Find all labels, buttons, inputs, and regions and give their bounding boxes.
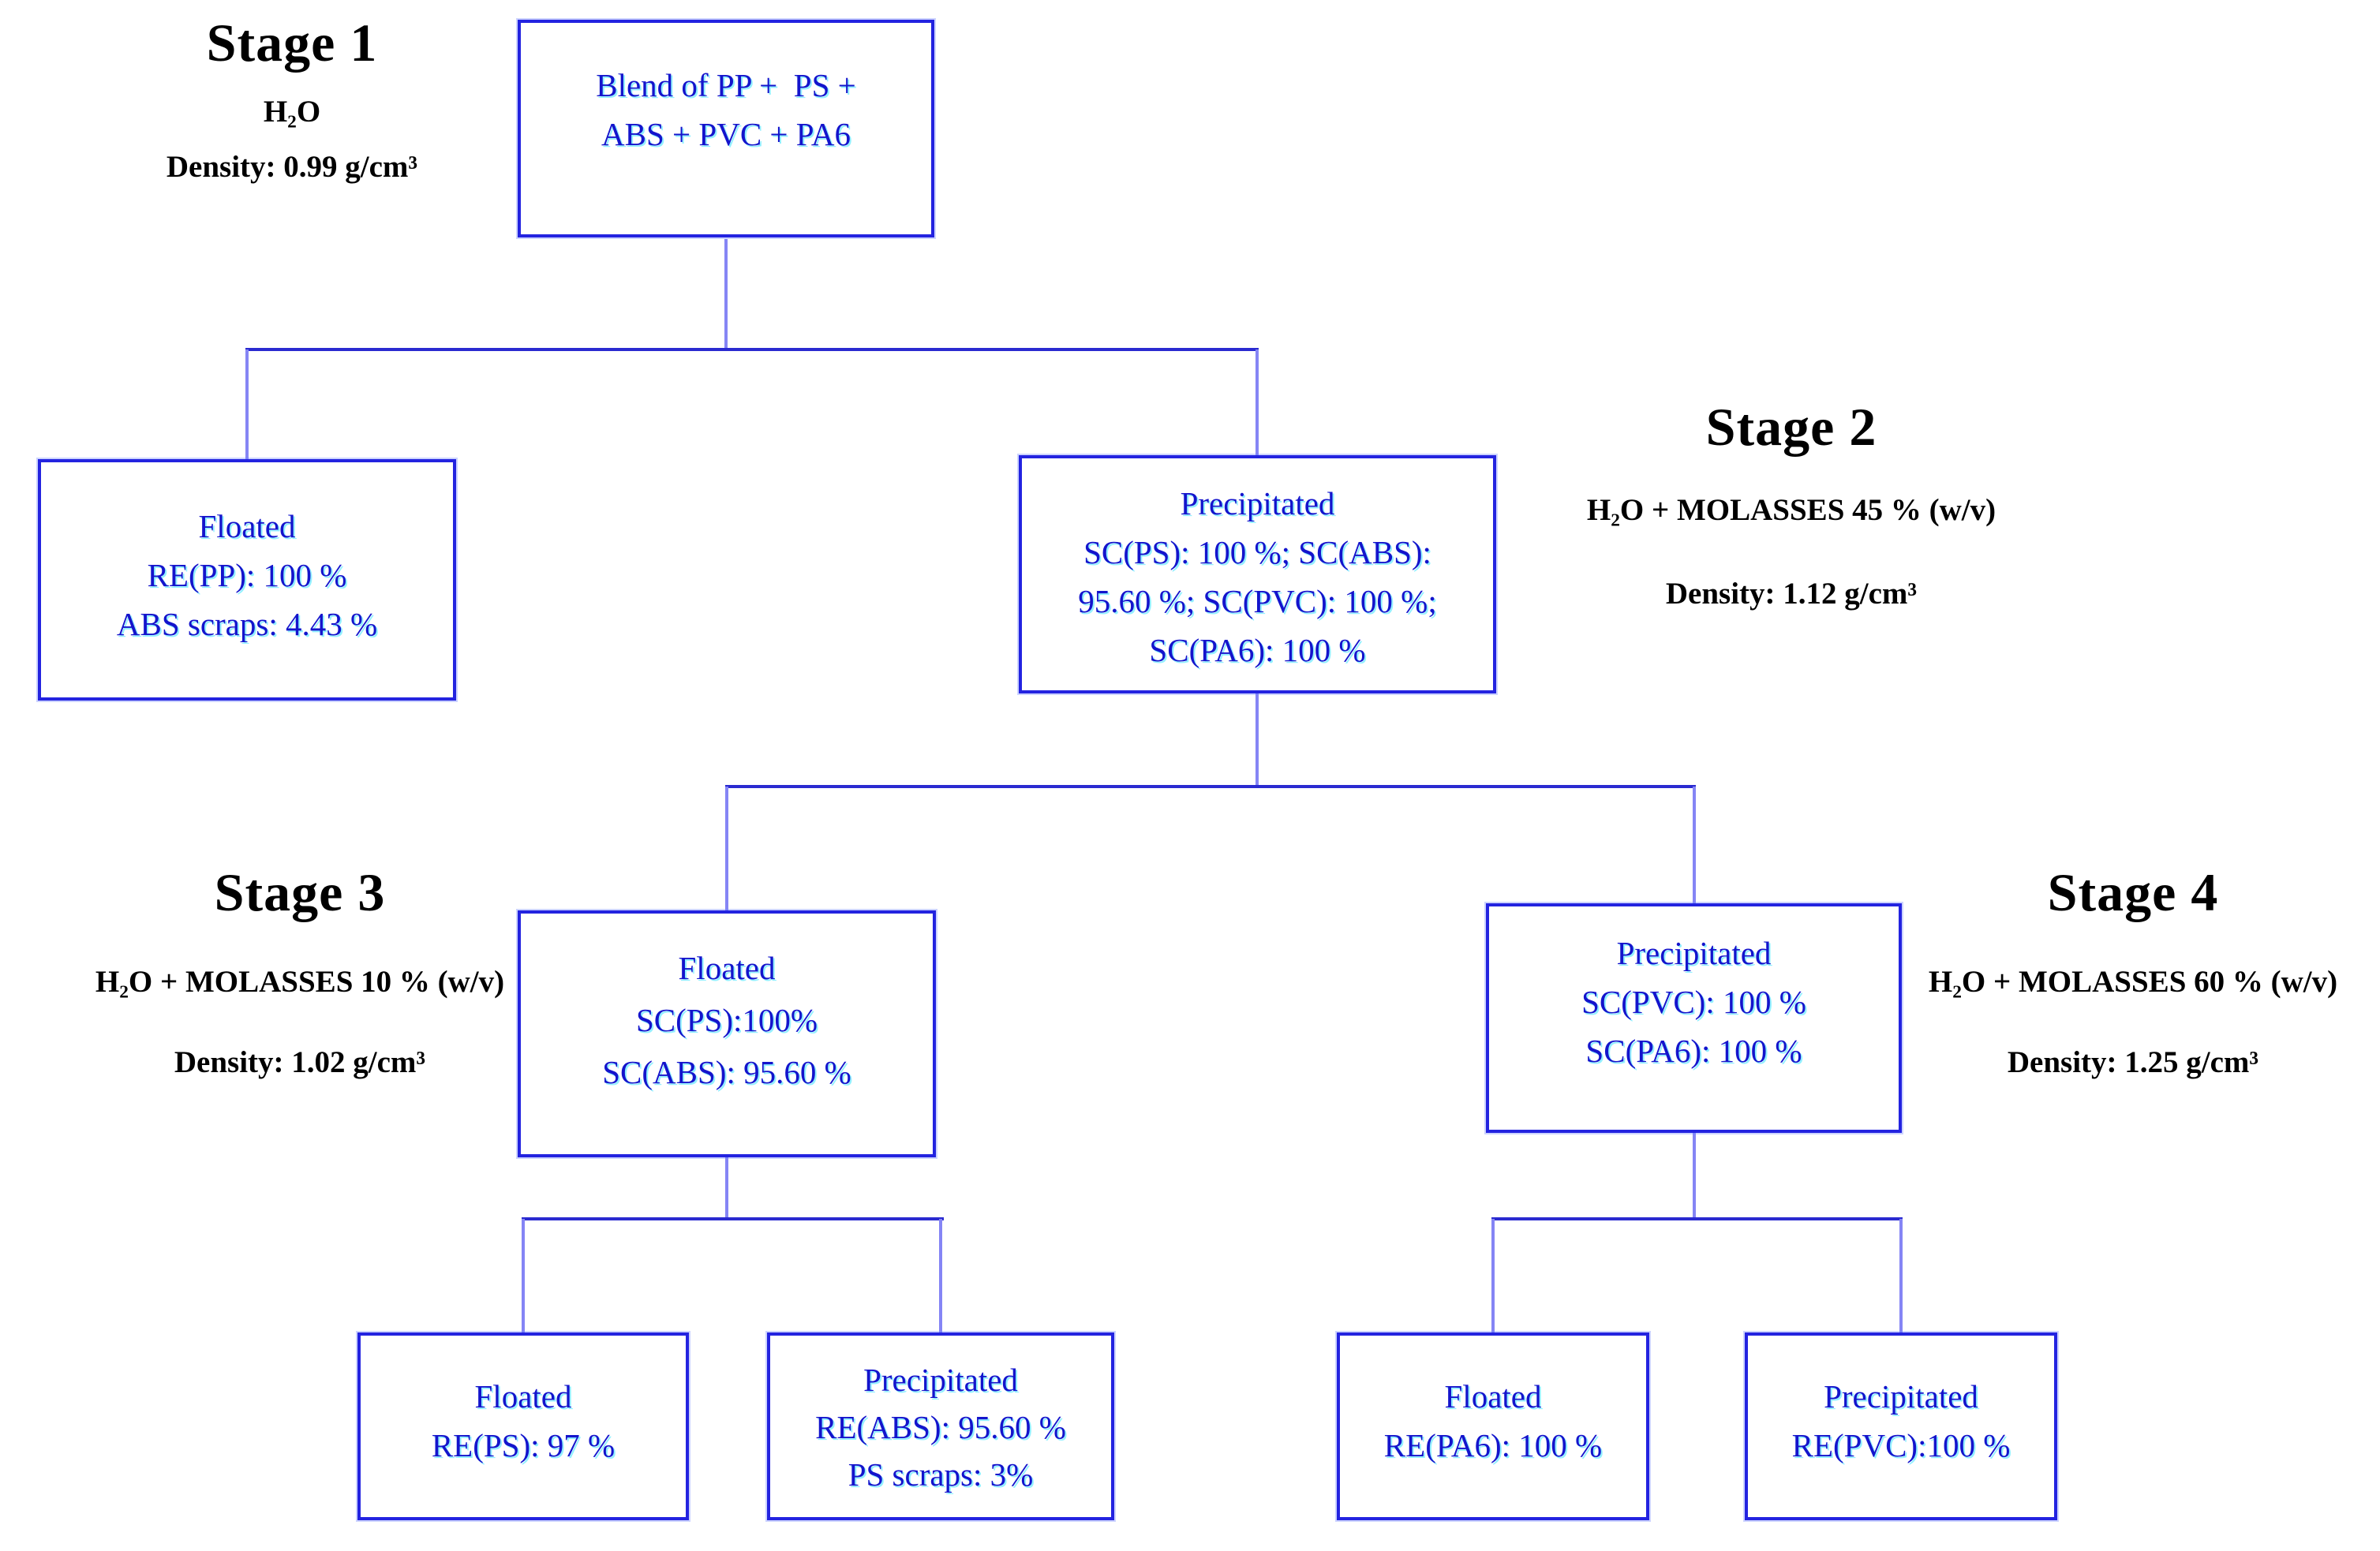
stage-4-medium: H₂O + MOLASSES 60 % (w/v) xyxy=(1928,965,2338,999)
box-floated-pp-line: ABS scraps: 4.43 % xyxy=(116,606,378,642)
box-floated-pp-line: RE(PP): 100 % xyxy=(147,557,347,593)
box-precipitated-stage1: Precipitated SC(PS): 100 %; SC(ABS): 95.… xyxy=(1019,455,1496,693)
box-floated-ps-abs: Floated SC(PS):100% SC(ABS): 95.60 % xyxy=(518,910,936,1157)
connector-root-down xyxy=(724,239,728,349)
connector-to-floated2 xyxy=(725,787,728,910)
connector-to-precipitated2 xyxy=(1693,787,1696,905)
connector-to-precipitated3 xyxy=(939,1219,942,1332)
box-precipitated-abs-line: PS scraps: 3% xyxy=(848,1456,1034,1493)
box-floated-ps-line: Floated xyxy=(474,1378,572,1415)
box-floated-pa6: Floated RE(PA6): 100 % xyxy=(1337,1332,1649,1520)
connector-precipitated2-down xyxy=(1693,1133,1696,1219)
box-floated-pa6-line: Floated xyxy=(1444,1378,1542,1415)
connector-to-precipitated1 xyxy=(1255,349,1259,457)
box-blend-line: ABS + PVC + PA6 xyxy=(601,116,851,152)
box-precipitated-abs-line: Precipitated xyxy=(863,1362,1018,1398)
stage-4-density: Density: 1.25 g/cm³ xyxy=(2007,1045,2259,1079)
box-precipitated-pvc-line: RE(PVC):100 % xyxy=(1791,1427,2011,1463)
connector-to-floated3 xyxy=(522,1219,525,1332)
stage-1-medium: H₂O xyxy=(263,95,321,129)
connector-to-precipitated4 xyxy=(1899,1219,1903,1332)
stage-2-label: Stage 2 H₂O + MOLASSES 45 % (w/v) Densit… xyxy=(1523,398,2060,611)
box-precipitated-pvc-line: Precipitated xyxy=(1824,1378,1978,1415)
box-precipitated-abs-line: RE(ABS): 95.60 % xyxy=(815,1409,1066,1445)
box-precipitated-abs: Precipitated RE(ABS): 95.60 % PS scraps:… xyxy=(767,1332,1114,1520)
box-precipitated-stage1-line: SC(PS): 100 %; SC(ABS): xyxy=(1083,534,1431,570)
box-precipitated-pvc-pa6-line: SC(PA6): 100 % xyxy=(1585,1033,1802,1069)
box-blend: Blend of PP + PS + ABS + PVC + PA6 xyxy=(518,20,934,237)
stage-2-title: Stage 2 xyxy=(1705,397,1877,457)
box-precipitated-pvc: Precipitated RE(PVC):100 % xyxy=(1745,1332,2057,1520)
connector-level3-right-split xyxy=(1491,1217,1903,1220)
stage-1-label: Stage 1 H₂O Density: 0.99 g/cm³ xyxy=(79,14,505,185)
box-precipitated-pvc-pa6: Precipitated SC(PVC): 100 % SC(PA6): 100… xyxy=(1486,903,1902,1133)
box-floated-pp-line: Floated xyxy=(198,508,296,544)
connector-floated2-down xyxy=(725,1157,728,1219)
box-floated-pa6-line: RE(PA6): 100 % xyxy=(1383,1427,1603,1463)
connector-to-floated1 xyxy=(245,349,249,461)
box-precipitated-stage1-line: Precipitated xyxy=(1180,485,1335,521)
box-floated-ps: Floated RE(PS): 97 % xyxy=(357,1332,689,1520)
connector-level3-left-split xyxy=(522,1217,944,1220)
stage-4-label: Stage 4 H₂O + MOLASSES 60 % (w/v) Densit… xyxy=(1886,864,2380,1080)
box-precipitated-stage1-line: 95.60 %; SC(PVC): 100 %; xyxy=(1078,583,1437,619)
stage-3-density: Density: 1.02 g/cm³ xyxy=(174,1045,426,1079)
stage-3-medium: H₂O + MOLASSES 10 % (w/v) xyxy=(95,965,505,999)
box-precipitated-stage1-line: SC(PA6): 100 % xyxy=(1149,632,1366,668)
connector-to-floated4 xyxy=(1491,1219,1495,1332)
box-floated-ps-abs-line: SC(ABS): 95.60 % xyxy=(602,1054,851,1090)
box-floated-ps-abs-line: Floated xyxy=(678,950,776,986)
box-floated-pp: Floated RE(PP): 100 % ABS scraps: 4.43 % xyxy=(38,459,456,701)
connector-level2-split xyxy=(725,785,1696,788)
stage-1-title: Stage 1 xyxy=(206,13,378,73)
box-precipitated-pvc-pa6-line: Precipitated xyxy=(1616,935,1772,971)
stage-2-density: Density: 1.12 g/cm³ xyxy=(1665,577,1918,611)
box-blend-line: Blend of PP + PS + xyxy=(596,67,856,103)
box-floated-ps-abs-line: SC(PS):100% xyxy=(635,1002,818,1038)
stage-3-label: Stage 3 H₂O + MOLASSES 10 % (w/v) Densit… xyxy=(32,864,568,1080)
box-precipitated-pvc-pa6-line: SC(PVC): 100 % xyxy=(1581,984,1806,1020)
stage-3-title: Stage 3 xyxy=(214,862,386,922)
stage-1-density: Density: 0.99 g/cm³ xyxy=(166,150,418,184)
stage-4-title: Stage 4 xyxy=(2047,862,2219,922)
stage-2-medium: H₂O + MOLASSES 45 % (w/v) xyxy=(1586,493,1996,527)
box-floated-ps-line: RE(PS): 97 % xyxy=(431,1427,616,1463)
connector-level1-split xyxy=(245,348,1259,351)
connector-precipitated1-down xyxy=(1255,693,1259,787)
